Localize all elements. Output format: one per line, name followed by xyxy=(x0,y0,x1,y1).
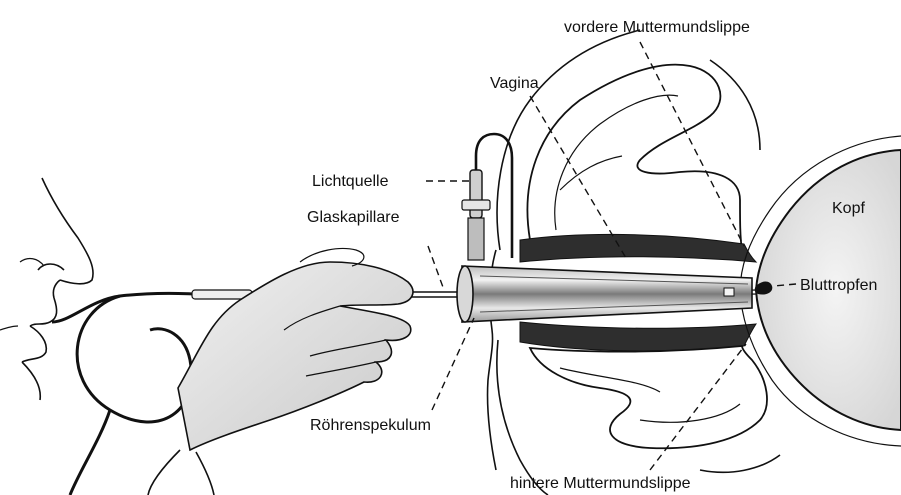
label-vordere-muttermundslippe: vordere Muttermundslippe xyxy=(564,19,750,36)
gloved-hand xyxy=(148,249,413,495)
label-glaskapillare: Glaskapillare xyxy=(307,209,400,226)
label-lichtquelle: Lichtquelle xyxy=(312,173,389,190)
label-kopf: Kopf xyxy=(832,200,865,217)
tube-speculum xyxy=(457,266,752,322)
pelvic-anatomy xyxy=(487,30,780,495)
label-roehrenspekulum: Röhrenspekulum xyxy=(310,417,431,434)
label-bluttropfen: Bluttropfen xyxy=(800,277,877,294)
leader-roehrenspekulum xyxy=(432,318,474,410)
label-vagina: Vagina xyxy=(490,75,539,92)
leader-glaskapillare xyxy=(428,246,444,290)
label-hintere-muttermundslippe: hintere Muttermundslippe xyxy=(510,475,691,492)
